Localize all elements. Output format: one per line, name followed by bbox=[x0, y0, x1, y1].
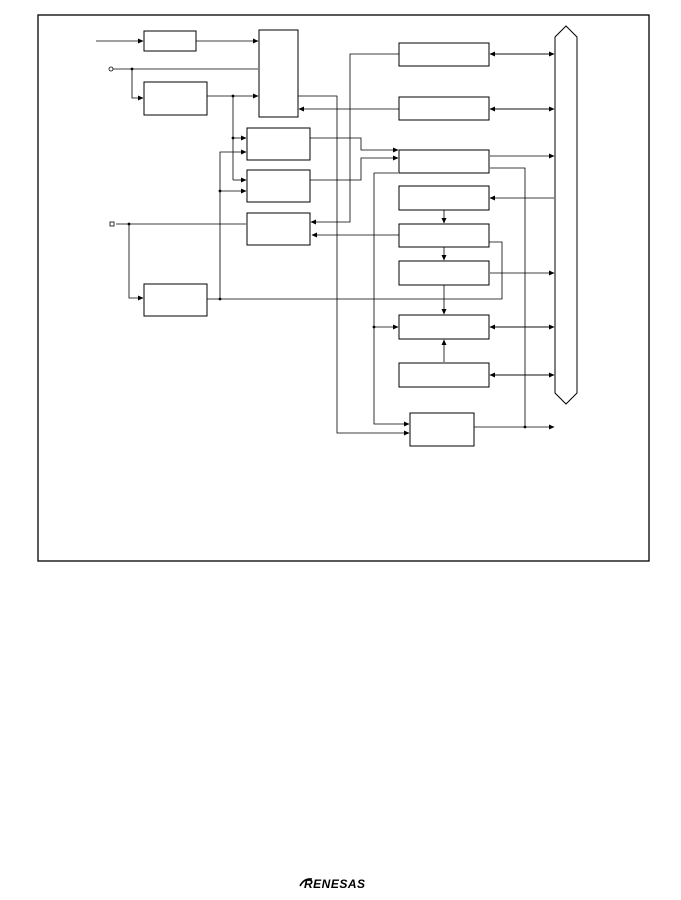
signal-lines bbox=[96, 38, 555, 436]
diagram-frame bbox=[37, 14, 650, 562]
junction-dot bbox=[231, 136, 235, 140]
block-r1 bbox=[398, 42, 490, 67]
block-r3 bbox=[398, 149, 490, 174]
block-r7 bbox=[398, 314, 490, 340]
block-d bbox=[246, 127, 311, 161]
pin-2 bbox=[109, 221, 115, 227]
junction-dot bbox=[231, 94, 235, 98]
internal-bus bbox=[554, 25, 578, 405]
renesas-logo: RENESAS bbox=[299, 877, 366, 891]
block-c-tall bbox=[258, 29, 299, 118]
junction-dot bbox=[523, 425, 527, 429]
block-r4 bbox=[398, 185, 490, 211]
junction-dot bbox=[372, 325, 376, 329]
block-bottom bbox=[409, 412, 475, 447]
logo-text: RENESAS bbox=[304, 877, 366, 891]
junctions bbox=[108, 66, 527, 429]
block-g bbox=[143, 283, 208, 317]
junction-dot bbox=[130, 67, 134, 71]
block-r6 bbox=[398, 260, 490, 286]
block-f bbox=[246, 212, 311, 246]
pin-1 bbox=[108, 66, 114, 72]
block-r2 bbox=[398, 96, 490, 121]
junction-dot bbox=[218, 297, 222, 301]
block-r8 bbox=[398, 362, 490, 388]
junction-dot bbox=[127, 222, 131, 226]
junction-dot bbox=[218, 189, 222, 193]
block-r5 bbox=[398, 223, 490, 248]
block-a bbox=[143, 30, 197, 52]
block-e bbox=[246, 169, 311, 203]
logo-swoosh-icon bbox=[299, 878, 313, 887]
block-b bbox=[143, 81, 208, 116]
